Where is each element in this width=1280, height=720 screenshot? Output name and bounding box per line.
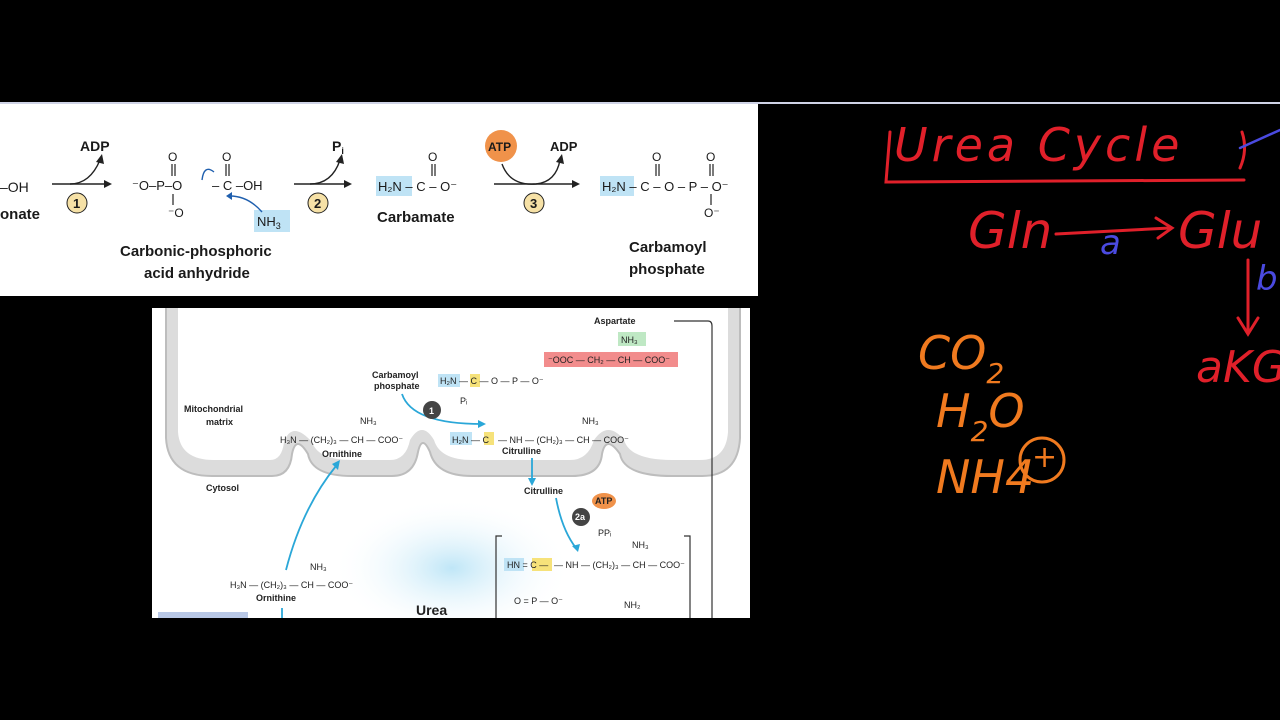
svg-text:– C –OH: – C –OH (212, 178, 263, 193)
urea-cycle-diagram-panel: Aspartate NH₃ ⁻OOC — CH₂ — CH — COO⁻ Car… (152, 308, 750, 618)
ornithine-label: Ornithine (322, 449, 362, 459)
hw-co2: CO2 (918, 326, 1005, 390)
hw-akg: aKG (1196, 342, 1280, 393)
step3-badge (523, 192, 545, 214)
aspartate-label: Aspartate (594, 316, 636, 326)
hw-title: Urea Cycle (894, 118, 1184, 172)
gln-glu-arrow (1054, 226, 1172, 236)
product-name-2: phosphate (629, 261, 705, 278)
svg-text:⁻O: ⁻O (168, 206, 184, 220)
ornithine2-formula: H₃N — (CH₂)₃ — CH — COO⁻ (230, 580, 353, 590)
ornithine-transport-arrow (285, 465, 337, 571)
aspartate-formula: ⁻OOC — CH₂ — CH — COO⁻ (548, 355, 670, 365)
title-underline (884, 130, 1246, 184)
aspartate-line (674, 320, 713, 618)
hw-label-b: b (1256, 259, 1278, 299)
mito-label-2: matrix (206, 417, 233, 427)
cp-label-2: phosphate (374, 381, 420, 391)
urea-cycle-svg: Aspartate NH₃ ⁻OOC — CH₂ — CH — COO⁻ Car… (158, 308, 741, 618)
carbamate-name: Carbamate (377, 209, 455, 226)
svg-text:H₂N — C — O — P — O⁻: H₂N — C — O — P — O⁻ (440, 376, 544, 386)
svg-text:O: O (706, 150, 715, 164)
cp-label-1: Carbamoyl (372, 370, 419, 380)
svg-text:NH₃: NH₃ (582, 416, 599, 426)
svg-text:NH₃: NH₃ (621, 335, 638, 345)
product-name-1: Carbamoyl (629, 239, 707, 256)
svg-text:O: O (652, 150, 661, 164)
aspartate-highlight (544, 352, 678, 367)
step2-badge (307, 192, 329, 214)
cycle-step1-badge (423, 401, 441, 419)
cycle-step2a-badge (572, 508, 590, 526)
top-divider-line (0, 102, 1280, 104)
step2-number: 2 (314, 196, 321, 211)
step2-pi: Pi (332, 138, 344, 156)
hw-h2o: H2O (936, 384, 1025, 448)
reaction-scheme-svg: –OH onate ADP 1 O ⁻O–P–O ⁻O – C –OH O NH… (0, 130, 729, 282)
step1-adp: ADP (80, 138, 110, 154)
svg-text:HN = C —: HN = C — (507, 560, 548, 570)
cytosol-glow (332, 498, 572, 618)
handwriting-strokes (884, 128, 1280, 484)
step1-badge (66, 192, 88, 214)
step3-adp: ADP (550, 139, 578, 154)
hw-plus: + (1032, 440, 1058, 475)
svg-text:NH₃: NH₃ (360, 416, 377, 426)
svg-text:O = P — O⁻: O = P — O⁻ (514, 596, 563, 606)
bicarbonate-name: onate (0, 206, 40, 223)
bicarbonate-oh: –OH (0, 179, 29, 195)
anhydride-name-1: Carbonic-phosphoric (120, 243, 272, 260)
svg-text:2a: 2a (575, 512, 586, 522)
hw-label-a: a (1100, 223, 1121, 263)
svg-text:1: 1 (429, 406, 434, 416)
svg-text:H₂N – C – O – P – O⁻: H₂N – C – O – P – O⁻ (602, 179, 729, 194)
citrulline-label: Citrulline (502, 446, 541, 456)
svg-text:NH₂: NH₂ (624, 600, 641, 610)
svg-text:O: O (168, 150, 177, 164)
cycle-atp-badge (592, 493, 616, 509)
svg-text:H₂N – C – O⁻: H₂N – C – O⁻ (378, 179, 457, 194)
citrulline-formula: — NH — (CH₂)₃ — CH — COO⁻ (498, 435, 629, 445)
svg-text:H₂N — C: H₂N — C (452, 435, 489, 445)
step1-side-arrow (69, 159, 101, 185)
atp-badge (485, 130, 517, 162)
citrulline2-label: Citrulline (524, 486, 563, 496)
mito-label-1: Mitochondrial (184, 404, 243, 414)
anhydride-name-2: acid anhydride (144, 265, 250, 282)
nh3-highlight (254, 210, 290, 232)
svg-text:NH₃: NH₃ (632, 540, 649, 550)
cycle-pi: Pᵢ (460, 396, 467, 406)
reaction-scheme-panel: –OH onate ADP 1 O ⁻O–P–O ⁻O – C –OH O NH… (0, 104, 758, 296)
step3-number: 3 (530, 196, 537, 211)
nh3-label: NH3 (257, 214, 281, 231)
ornithine2-label: Ornithine (256, 593, 296, 603)
svg-text:ATP: ATP (595, 496, 612, 506)
cycle-ppi: PPᵢ (598, 528, 611, 538)
atp-label: ATP (488, 140, 511, 154)
svg-text:O: O (222, 150, 231, 164)
hw-nh4: NH4 (936, 450, 1035, 504)
hw-gln: Gln (968, 202, 1053, 260)
step1-arrowhead (104, 180, 112, 188)
svg-text:⁻O–P–O: ⁻O–P–O (132, 178, 182, 193)
blue-check-mark (1238, 128, 1280, 150)
charge-circle (1018, 436, 1066, 484)
cytosol-label: Cytosol (206, 483, 239, 493)
svg-text:O: O (428, 150, 437, 164)
svg-text:O⁻: O⁻ (704, 206, 720, 220)
step1-number: 1 (73, 196, 80, 211)
ornithine-formula: H₃N — (CH₂)₃ — CH — COO⁻ (280, 435, 403, 445)
urea-label: Urea (416, 602, 447, 618)
intermediate-formula: — NH — (CH₂)₃ — CH — COO⁻ (554, 560, 685, 570)
svg-text:NH₃: NH₃ (310, 562, 327, 572)
hw-glu: Glu (1178, 202, 1263, 260)
step2a-flow-arrow (555, 497, 577, 549)
